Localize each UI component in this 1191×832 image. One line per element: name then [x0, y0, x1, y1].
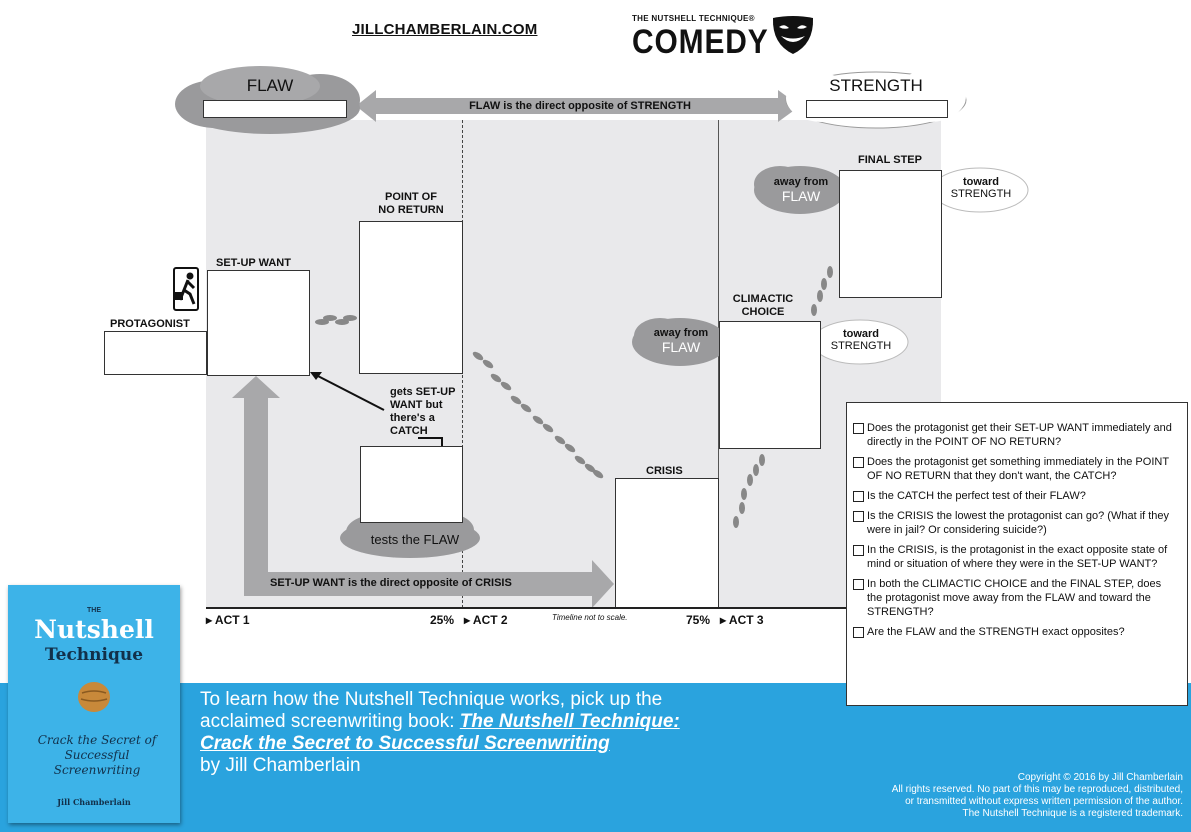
copyright-line-3: or transmitted without express written p… [905, 796, 1183, 807]
checklist-item[interactable]: Is the CRISIS the lowest the protagonist… [853, 509, 1179, 537]
comedy-mask-icon [772, 16, 814, 54]
point-of-no-return-box[interactable] [359, 221, 463, 374]
climactic-choice-label: CLIMACTIC CHOICE [728, 293, 798, 319]
away-flaw-cloud-1 [632, 318, 728, 366]
flaw-input-box[interactable] [203, 100, 347, 118]
point-of-no-return-label: POINT OF NO RETURN [358, 191, 464, 217]
flaw-strength-arrow [356, 90, 800, 122]
act-divider-75 [718, 120, 719, 608]
act3-label: ▸ ACT 3 [720, 613, 764, 627]
away-from-flaw-1: away from FLAW [646, 327, 716, 355]
checklist-item[interactable]: Does the protagonist get their SET-UP WA… [853, 421, 1179, 449]
protagonist-box[interactable] [104, 331, 207, 375]
book-title-link-2[interactable]: Crack the Secret to Successful Screenwri… [200, 733, 610, 754]
cover-author: Jill Chamberlain [57, 797, 131, 807]
away-from-text-1: away from [653, 327, 709, 339]
checklist-item[interactable]: In both the CLIMACTIC CHOICE and the FIN… [853, 577, 1179, 619]
crisis-label: CRISIS [646, 465, 683, 477]
catch-box[interactable] [360, 446, 463, 523]
cover-the: THE [87, 607, 101, 614]
cc-line-2: CHOICE [741, 306, 785, 318]
flaw-strength-caption: FLAW is the direct opposite of STRENGTH [469, 100, 691, 112]
brand-title: COMEDY [632, 23, 769, 61]
walnut-icon [78, 682, 110, 712]
setup-want-box[interactable] [207, 270, 310, 376]
checklist-item[interactable]: Does the protagonist get something immed… [853, 455, 1179, 483]
away-flaw-cloud-2 [754, 166, 846, 214]
cover-subtitle: Crack the Secret of Successful Screenwri… [37, 733, 157, 777]
copyright-line-4: The Nutshell Technique is a registered t… [962, 808, 1183, 819]
checklist: Does the protagonist get their SET-UP WA… [853, 421, 1179, 639]
pct25-label: 25% [430, 613, 455, 627]
running-person-icon [173, 267, 199, 311]
catch-caption: gets SET-UP WANT but there's a CATCH [390, 386, 455, 438]
flaw-word-1: FLAW [661, 339, 701, 355]
flaw-word-2: FLAW [781, 188, 821, 204]
checklist-item[interactable]: In the CRISIS, is the protagonist in the… [853, 543, 1179, 571]
act2-text: ACT 2 [472, 613, 508, 627]
cc-line-1: CLIMACTIC [732, 293, 794, 305]
strength-word-2: STRENGTH [950, 188, 1012, 200]
act2-label: ▸ ACT 2 [464, 613, 508, 627]
checklist-panel: Does the protagonist get their SET-UP WA… [846, 402, 1188, 706]
cover-title-2: Technique [44, 645, 144, 665]
tests-flaw-label: tests the FLAW [370, 532, 460, 547]
setup-want-label: SET-UP WANT [216, 257, 291, 269]
catch-line-3: there's a [390, 412, 435, 424]
footprints [315, 266, 833, 528]
final-step-label: FINAL STEP [858, 154, 922, 166]
toward-strength-1: toward STRENGTH [826, 328, 896, 352]
crisis-box[interactable] [615, 478, 719, 608]
copyright-notice: Copyright © 2016 by Jill Chamberlain All… [892, 772, 1183, 820]
pct75-label: 75% [686, 613, 711, 627]
timeline-note: Timeline not to scale. [552, 613, 628, 622]
brand-subtitle: THE NUTSHELL TECHNIQUE® [632, 14, 755, 23]
setup-crisis-arrow [232, 376, 614, 608]
strength-label: STRENGTH [829, 76, 923, 95]
protagonist-label: PROTAGONIST [110, 318, 190, 330]
book-cover[interactable]: THE Nutshell Technique Crack the Secret … [8, 585, 180, 823]
site-url[interactable]: JILLCHAMBERLAIN.COM [352, 21, 538, 38]
climactic-choice-box[interactable] [719, 321, 821, 449]
promo-byline: by Jill Chamberlain [200, 755, 361, 776]
toward-text-1: toward [842, 328, 880, 340]
catch-line-2: WANT but [390, 399, 443, 411]
promo-line-2: acclaimed screenwriting book: [200, 711, 460, 732]
flaw-label: FLAW [246, 76, 294, 95]
book-title-link-1[interactable]: The Nutshell Technique: [459, 711, 680, 732]
toward-strength-2: toward STRENGTH [946, 176, 1016, 200]
promo-text: To learn how the Nutshell Technique work… [200, 689, 680, 777]
checklist-item[interactable]: Are the FLAW and the STRENGTH exact oppo… [853, 625, 1179, 639]
pnr-line-2: NO RETURN [378, 204, 444, 216]
final-step-box[interactable] [839, 170, 942, 298]
tests-flaw-cloud [340, 512, 480, 558]
catch-line-4: CATCH [390, 425, 428, 437]
act1-label: ▸ ACT 1 [206, 613, 250, 627]
strength-input-box[interactable] [806, 100, 948, 118]
cover-title-1: Nutshell [34, 615, 154, 644]
act3-text: ACT 3 [728, 613, 764, 627]
strength-word-1: STRENGTH [830, 340, 892, 352]
copyright-line-1: Copyright © 2016 by Jill Chamberlain [1017, 772, 1183, 783]
act1-text: ACT 1 [214, 613, 250, 627]
catch-line-1: gets SET-UP [390, 386, 456, 398]
setup-crisis-caption: SET-UP WANT is the direct opposite of CR… [270, 577, 512, 589]
pnr-line-1: POINT OF [385, 191, 437, 203]
toward-text-2: toward [962, 176, 1000, 188]
promo-banner [0, 683, 1191, 832]
timeline-axis [206, 607, 941, 609]
copyright-line-2: All rights reserved. No part of this may… [891, 784, 1183, 795]
promo-line-1: To learn how the Nutshell Technique work… [200, 689, 663, 710]
checklist-item[interactable]: Is the CATCH the perfect test of their F… [853, 489, 1179, 503]
away-from-text-2: away from [773, 176, 829, 188]
away-from-flaw-2: away from FLAW [766, 176, 836, 204]
